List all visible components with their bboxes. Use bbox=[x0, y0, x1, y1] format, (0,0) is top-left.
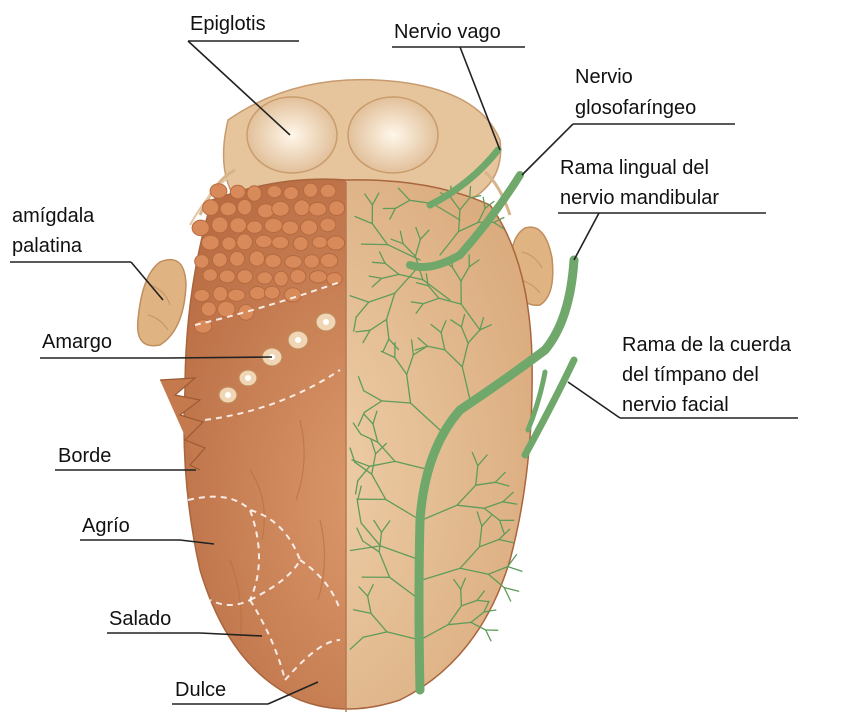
label-amargo: Amargo bbox=[42, 331, 112, 353]
label-lingual-line2: nervio mandibular bbox=[560, 187, 719, 209]
palatine-tonsil-left bbox=[138, 260, 186, 346]
label-glosofaringeo-line1: Nervio bbox=[575, 66, 633, 88]
papilla bbox=[282, 221, 299, 235]
label-cuerda-line2: del tímpano del bbox=[622, 364, 759, 386]
nerve-branch bbox=[486, 630, 491, 641]
label-amigdala-line2: palatina bbox=[12, 235, 83, 257]
papilla bbox=[265, 218, 283, 232]
papilla bbox=[320, 254, 338, 268]
papilla bbox=[284, 288, 301, 302]
papilla bbox=[257, 272, 272, 284]
papilla bbox=[212, 217, 228, 233]
papilla bbox=[228, 289, 245, 301]
papilla bbox=[202, 235, 220, 250]
papilla bbox=[222, 237, 236, 250]
papilla bbox=[213, 286, 228, 301]
label-amigdala-line1: amígdala bbox=[12, 205, 95, 227]
papilla bbox=[230, 251, 245, 266]
papilla bbox=[293, 237, 308, 251]
papilla bbox=[219, 270, 235, 283]
label-glosofaringeo-line2: glosofaríngeo bbox=[575, 97, 696, 119]
nerve-branch bbox=[362, 244, 388, 245]
papilla bbox=[294, 200, 310, 216]
papilla bbox=[264, 286, 279, 299]
papilla bbox=[274, 271, 288, 286]
label-cuerda-line1: Rama de la cuerda bbox=[622, 334, 792, 356]
papilla bbox=[203, 200, 219, 216]
papilla bbox=[247, 186, 261, 202]
label-epiglotis: Epiglotis bbox=[190, 13, 266, 35]
label-agrio: Agrío bbox=[82, 515, 130, 537]
nerve-branch bbox=[508, 567, 522, 572]
papilla bbox=[194, 289, 210, 301]
papilla bbox=[249, 251, 264, 267]
label-borde: Borde bbox=[58, 445, 111, 467]
papilla bbox=[195, 255, 209, 269]
papilla bbox=[247, 221, 263, 233]
label-dulce: Dulce bbox=[175, 679, 226, 701]
nerve-branch bbox=[461, 589, 462, 606]
papilla bbox=[272, 236, 289, 249]
nerve-branch bbox=[470, 187, 471, 198]
papilla bbox=[290, 269, 306, 283]
papilla bbox=[285, 256, 302, 269]
papilla bbox=[255, 235, 272, 248]
label-salado: Salado bbox=[109, 608, 171, 630]
papilla bbox=[320, 218, 336, 232]
papilla bbox=[320, 184, 336, 198]
papilla bbox=[301, 220, 318, 235]
papilla bbox=[201, 302, 216, 317]
papilla bbox=[304, 183, 318, 197]
papilla bbox=[237, 234, 253, 250]
label-nervio-vago: Nervio vago bbox=[394, 21, 501, 43]
label-lingual-line1: Rama lingual del bbox=[560, 157, 709, 179]
papilla bbox=[304, 255, 319, 269]
papilla bbox=[237, 270, 253, 284]
papilla bbox=[220, 202, 236, 216]
papilla bbox=[310, 271, 328, 283]
papilla bbox=[250, 287, 266, 300]
papilla bbox=[238, 199, 252, 215]
papilla bbox=[284, 187, 299, 200]
papilla bbox=[210, 184, 227, 199]
epiglottis-right-lobe bbox=[348, 97, 438, 173]
papilla bbox=[212, 252, 227, 267]
papilla bbox=[203, 269, 217, 282]
papilla bbox=[238, 304, 254, 320]
papilla bbox=[309, 202, 327, 216]
papilla bbox=[272, 201, 290, 216]
papilla bbox=[265, 254, 281, 268]
papilla bbox=[192, 220, 209, 236]
papilla bbox=[230, 185, 245, 198]
papilla bbox=[327, 236, 345, 250]
label-cuerda-line3: nervio facial bbox=[622, 394, 729, 416]
papilla bbox=[230, 218, 247, 233]
papilla bbox=[329, 201, 345, 216]
papilla bbox=[312, 236, 327, 248]
papilla bbox=[267, 186, 281, 198]
